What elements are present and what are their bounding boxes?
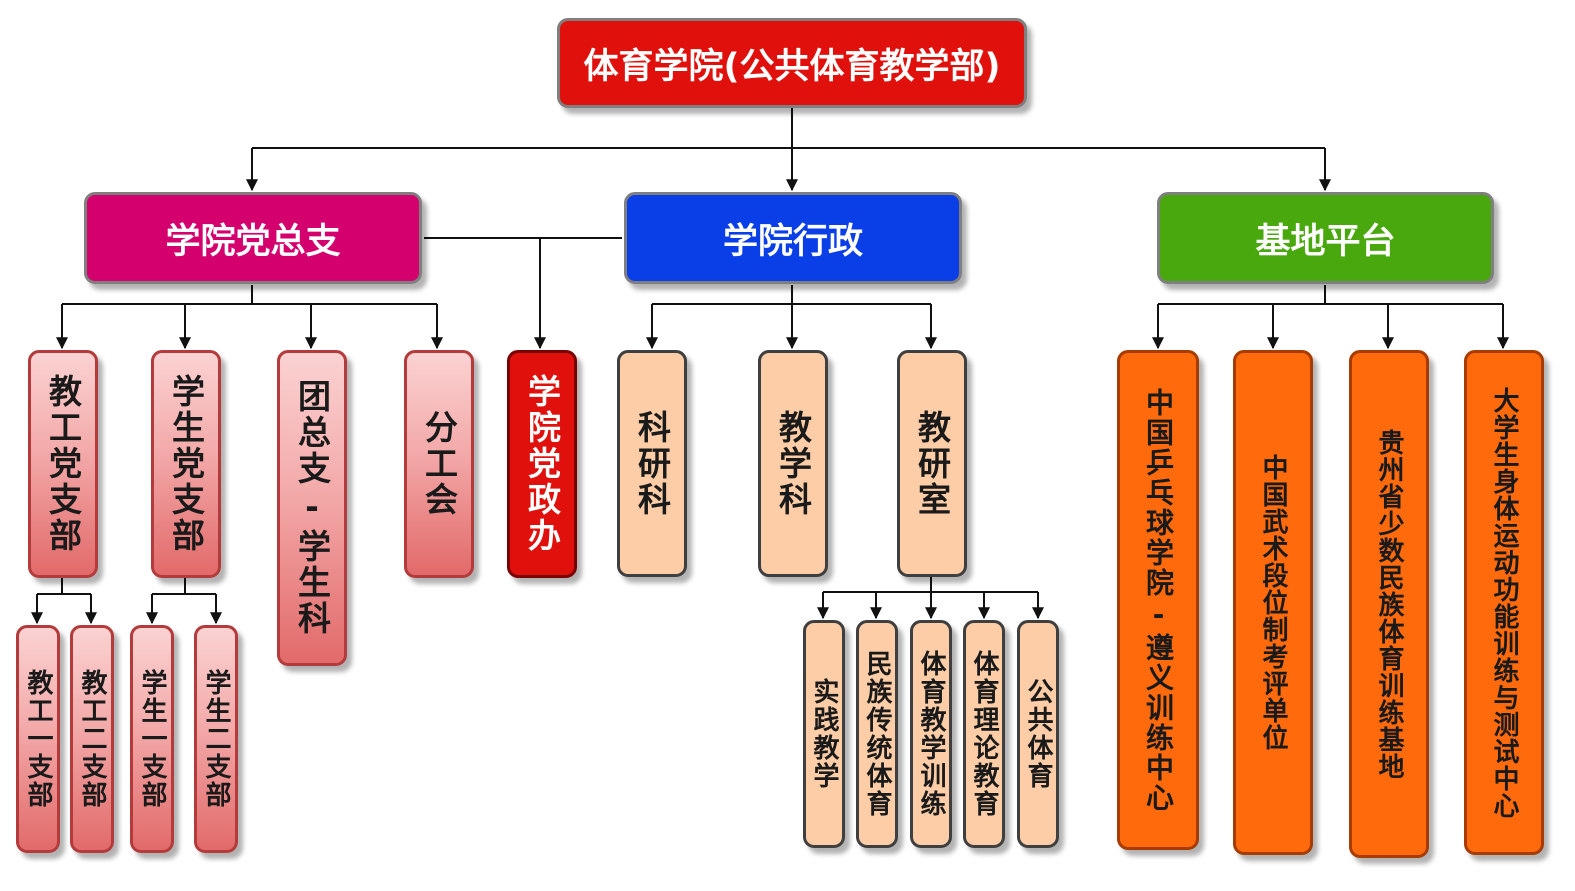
- staff-party-branch-node: 教工党支部: [28, 350, 98, 578]
- student-party-branch-node: 学生党支部: [151, 350, 221, 578]
- staff-sub-branch-2-node: 教工二支部: [70, 625, 114, 853]
- public-sports-node: 公共体育: [1017, 620, 1059, 848]
- minority-sports-base-node: 贵州省少数民族体育训练基地: [1349, 350, 1429, 858]
- sports-training-node: 体育教学训练: [910, 620, 952, 848]
- admin-branch-node: 学院行政: [624, 192, 962, 284]
- table-tennis-center-node: 中国乒乓球学院-遵义训练中心: [1117, 350, 1199, 850]
- teaching-section-node: 教学科: [758, 350, 828, 577]
- research-section-node: 科研科: [617, 350, 687, 577]
- staff-sub-branch-1-node: 教工一支部: [16, 625, 60, 853]
- league-student-office-node: 团总支-学生科: [277, 350, 347, 666]
- union-node: 分工会: [404, 350, 474, 578]
- student-sub-branch-1-node: 学生一支部: [130, 625, 174, 853]
- practice-teaching-node: 实践教学: [803, 620, 845, 848]
- fitness-testing-center-node: 大学生身体运动功能训练与测试中心: [1464, 350, 1544, 855]
- wushu-rating-unit-node: 中国武术段位制考评单位: [1233, 350, 1313, 855]
- root-node: 体育学院(公共体育教学部): [557, 18, 1027, 108]
- party-branch-node: 学院党总支: [84, 192, 422, 284]
- ethnic-sports-node: 民族传统体育: [856, 620, 898, 848]
- base-branch-node: 基地平台: [1157, 192, 1494, 284]
- student-sub-branch-2-node: 学生二支部: [194, 625, 238, 853]
- party-admin-office-node: 学院党政办: [507, 350, 577, 578]
- sports-theory-node: 体育理论教育: [963, 620, 1005, 848]
- teaching-research-office-node: 教研室: [897, 350, 967, 577]
